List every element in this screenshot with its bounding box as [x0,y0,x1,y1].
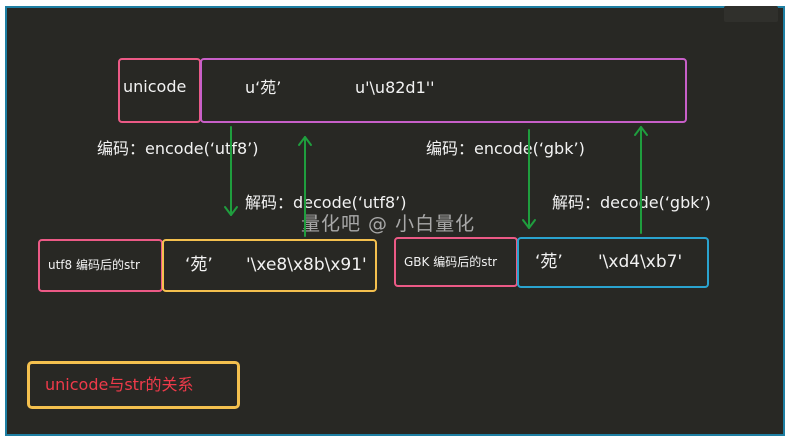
unicode-value-escape: u'\u82d1'' [355,78,435,97]
gbk-value-char: ‘苑’ [535,252,563,272]
utf8-encode-label: 编码：encode(‘utf8’) [97,139,259,158]
unicode-label: unicode [123,77,187,96]
utf8-decode-label: 解码：decode(‘utf8’) [245,193,407,212]
unicode-value-box [200,58,687,123]
utf8-value-char: ‘苑’ [185,255,213,275]
gbk-decode-arrow-up-icon [634,126,648,234]
gbk-value-escape: '\xd4\xb7' [598,252,683,272]
utf8-value-escape: '\xe8\x8b\x91' [246,255,367,275]
watermark: 量化吧 @ 小白量化 [301,213,476,235]
caption-box [27,361,240,409]
gbk-label: GBK 编码后的str [404,255,498,269]
diagram-canvas [5,6,785,436]
utf8-value-box [162,239,377,292]
utf8-encode-arrow-down-icon [224,126,238,216]
gbk-decode-label: 解码：decode(‘gbk’) [552,193,711,212]
unicode-value-char: u‘苑’ [245,78,282,97]
gbk-value-box [517,237,709,288]
gbk-encode-label: 编码：encode(‘gbk’) [426,139,585,158]
corner-patch [724,6,778,22]
utf8-decode-arrow-up-icon [298,136,312,237]
caption-text: unicode与str的关系 [45,375,194,394]
gbk-encode-arrow-down-icon [522,129,536,229]
utf8-label: utf8 编码后的str [48,258,140,272]
